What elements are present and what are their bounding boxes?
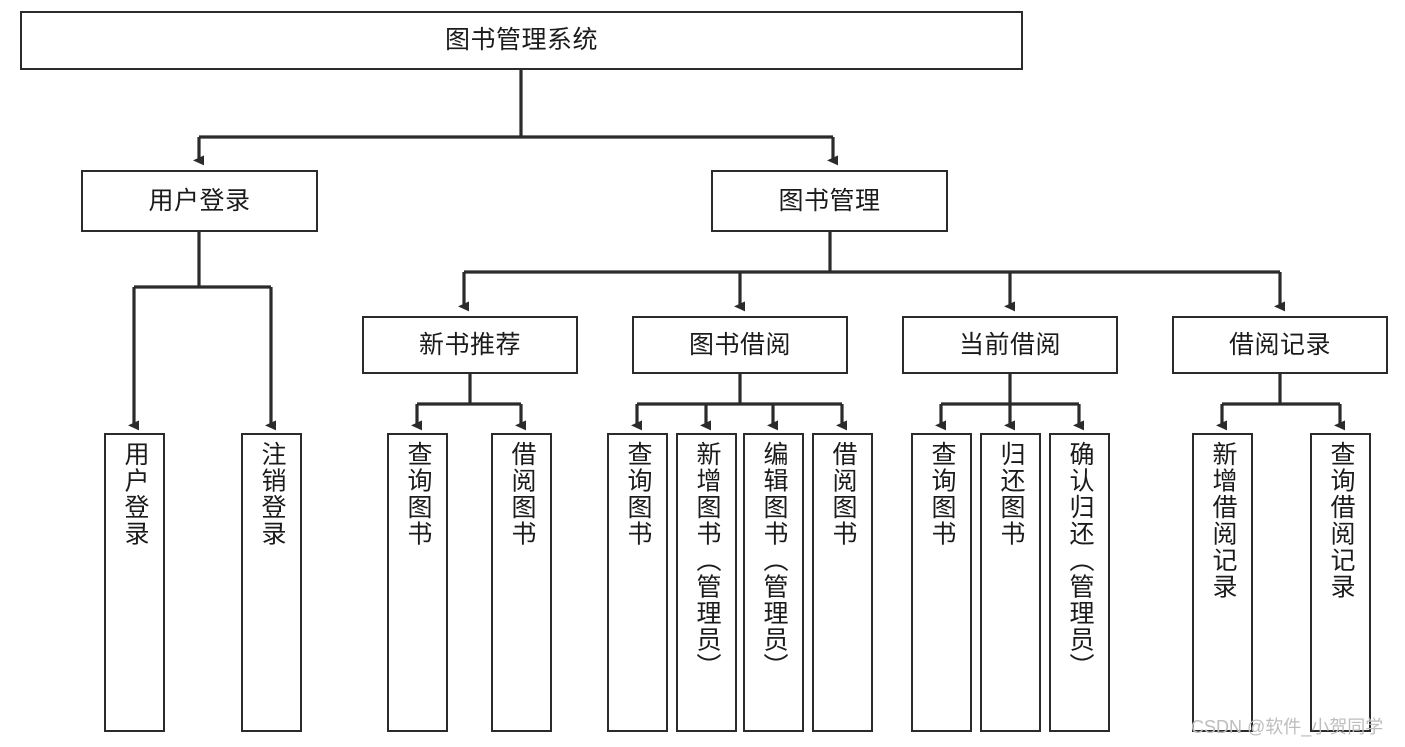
node-label: 借阅图书 xyxy=(508,441,536,547)
leaf-current-borrow-confirm-return-admin[interactable]: 确认归还（管理员） xyxy=(1049,433,1110,732)
leaf-borrow-record-add-record[interactable]: 新增借阅记录 xyxy=(1192,433,1253,732)
leaf-book-borrow-edit-book-admin[interactable]: 编辑图书（管理员） xyxy=(743,433,804,732)
node-label: 借阅图书 xyxy=(829,441,857,547)
csdn-watermark: CSDN @软件_小贺同学 xyxy=(1191,717,1384,737)
node-user-login[interactable]: 用户登录 xyxy=(81,170,318,232)
node-label: 新增借阅记录 xyxy=(1209,441,1237,600)
node-label: 查询图书 xyxy=(404,441,432,547)
node-label: 查询借阅记录 xyxy=(1327,441,1355,600)
node-label: 用户登录 xyxy=(121,441,149,547)
leaf-current-borrow-query-book[interactable]: 查询图书 xyxy=(911,433,972,732)
leaf-new-book-borrow-book[interactable]: 借阅图书 xyxy=(491,433,552,732)
leaf-book-borrow-add-book-admin[interactable]: 新增图书（管理员） xyxy=(676,433,737,732)
node-label: 借阅记录 xyxy=(1228,330,1331,359)
node-label: 图书管理系统 xyxy=(444,26,598,55)
node-book-borrow[interactable]: 图书借阅 xyxy=(632,316,848,374)
node-label: 图书借阅 xyxy=(688,330,791,359)
node-label: 归还图书 xyxy=(997,441,1025,547)
node-new-book-recommend[interactable]: 新书推荐 xyxy=(362,316,578,374)
node-label: 新书推荐 xyxy=(418,330,521,359)
leaf-user-login-logout[interactable]: 注销登录 xyxy=(241,433,302,732)
node-label: 新增图书（管理员） xyxy=(693,441,721,680)
node-root-book-management-system[interactable]: 图书管理系统 xyxy=(20,11,1023,70)
node-borrow-record[interactable]: 借阅记录 xyxy=(1172,316,1388,374)
node-label: 查询图书 xyxy=(928,441,956,547)
leaf-current-borrow-return-book[interactable]: 归还图书 xyxy=(980,433,1041,732)
node-label: 图书管理 xyxy=(778,186,881,215)
leaf-new-book-query-book[interactable]: 查询图书 xyxy=(387,433,448,732)
node-book-management[interactable]: 图书管理 xyxy=(711,170,948,232)
node-label: 确认归还（管理员） xyxy=(1066,441,1094,680)
node-label: 查询图书 xyxy=(624,441,652,547)
node-current-borrow[interactable]: 当前借阅 xyxy=(902,316,1118,374)
leaf-user-login-login[interactable]: 用户登录 xyxy=(104,433,165,732)
node-label: 编辑图书（管理员） xyxy=(760,441,788,680)
node-label: 注销登录 xyxy=(258,441,286,547)
node-label: 当前借阅 xyxy=(958,330,1061,359)
leaf-book-borrow-query-book[interactable]: 查询图书 xyxy=(607,433,668,732)
node-label: 用户登录 xyxy=(148,186,251,215)
leaf-book-borrow-borrow-book[interactable]: 借阅图书 xyxy=(812,433,873,732)
leaf-borrow-record-query-record[interactable]: 查询借阅记录 xyxy=(1310,433,1371,732)
